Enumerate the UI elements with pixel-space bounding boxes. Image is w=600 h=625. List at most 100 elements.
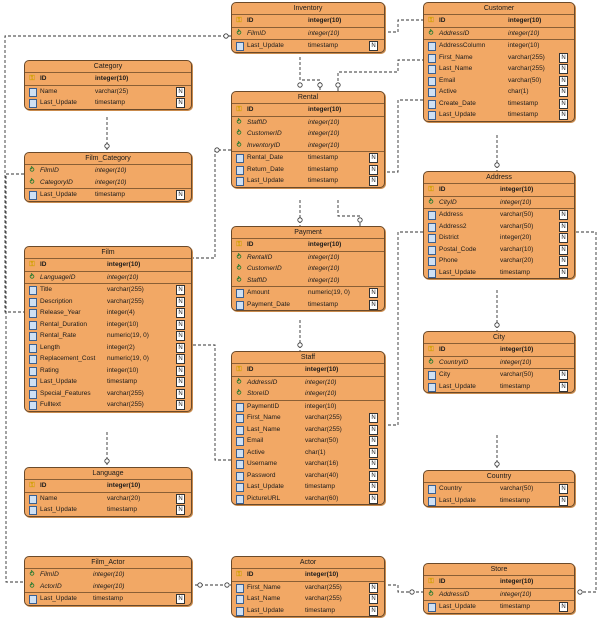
not-null-badge: N (559, 52, 568, 63)
not-null-badge: N (176, 98, 185, 108)
